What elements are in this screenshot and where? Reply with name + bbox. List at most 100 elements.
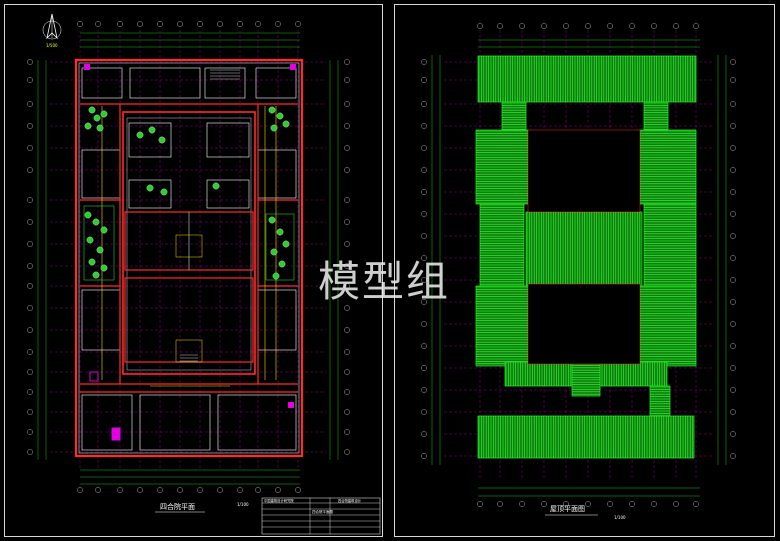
tree-icon: [160, 188, 168, 196]
axis-bubble: [344, 241, 350, 247]
courtyard-wall: [122, 111, 256, 375]
axis-bubble: [344, 429, 350, 435]
axis-bubble: [730, 431, 736, 437]
axis-bubble: [629, 501, 635, 507]
room: [128, 179, 172, 209]
axis-bubble: [344, 283, 350, 289]
axis-bubble: [344, 449, 350, 455]
roof-plan-title: 屋顶平面图: [550, 505, 585, 513]
axis-bubble: [730, 299, 736, 305]
axis-bubble: [730, 343, 736, 349]
title-block: 中国建筑设计研究院 四合院平面图 四合院建筑设计: [261, 497, 381, 535]
axis-bubble: [421, 101, 427, 107]
axis-bubble: [563, 501, 569, 507]
axis-bubble: [197, 21, 203, 27]
courtyard-floor-plan: 1/500: [27, 13, 381, 535]
axis-bubble: [295, 21, 301, 27]
axis-bubble: [730, 233, 736, 239]
watermark: 模型组: [318, 257, 451, 306]
roof-block: [643, 203, 697, 287]
roof-plan: 屋顶平面图 1/100: [421, 23, 736, 520]
north-scale-label: 1/500: [46, 43, 58, 48]
axis-bubble: [157, 487, 163, 493]
outer-wall-inner: [78, 62, 300, 454]
axis-bubble: [27, 389, 33, 395]
title-block-drawing-name: 四合院平面图: [312, 509, 333, 514]
axis-bubble: [344, 263, 350, 269]
roof-plan-scale: 1/100: [614, 515, 626, 520]
axis-bubble: [95, 487, 101, 493]
tree-icon: [136, 131, 144, 139]
axis-bubble: [27, 219, 33, 225]
axis-bubble: [497, 23, 503, 29]
side-dimension-lines: [37, 60, 339, 460]
axis-bubble: [651, 23, 657, 29]
tree-icon: [212, 182, 220, 190]
axis-bubble: [421, 189, 427, 195]
planting-bed: [83, 205, 115, 281]
title-block-company: 中国建筑设计研究院: [264, 498, 294, 503]
roof-tiles: [475, 55, 697, 459]
axis-bubble: [541, 23, 547, 29]
axis-bubble: [477, 501, 483, 507]
axis-bubble: [344, 219, 350, 225]
roof-axis-bubbles: [421, 23, 736, 507]
axis-bubble: [730, 409, 736, 415]
tree-icon: [96, 246, 104, 254]
stairs: [180, 69, 240, 362]
axis-bubble: [730, 77, 736, 83]
axis-bubble: [27, 263, 33, 269]
fixture: [111, 427, 121, 441]
tree-icon: [84, 122, 92, 130]
axis-bubble: [421, 343, 427, 349]
fixture: [89, 371, 99, 382]
axis-bubble: [27, 241, 33, 247]
axis-bubble: [421, 277, 427, 283]
fixture: [84, 64, 90, 70]
axis-bubble: [27, 449, 33, 455]
tree-icon: [276, 112, 284, 120]
axis-bubble: [651, 501, 657, 507]
axis-bubble: [693, 501, 699, 507]
roof-block: [639, 285, 697, 367]
axis-bubble: [344, 409, 350, 415]
roof-block: [643, 101, 669, 131]
roof-block: [501, 101, 527, 131]
axis-bubble: [157, 21, 163, 27]
axis-bubble: [344, 59, 350, 65]
tree-icon: [92, 271, 100, 279]
axis-bubble: [344, 305, 350, 311]
axis-bubble: [673, 501, 679, 507]
axis-bubble: [344, 369, 350, 375]
axis-bubble: [497, 501, 503, 507]
roof-plan-sheet: [394, 4, 775, 537]
axis-bubble: [27, 327, 33, 333]
axis-bubble: [421, 167, 427, 173]
axis-bubble: [27, 305, 33, 311]
axis-bubble: [421, 365, 427, 371]
tree-icon: [92, 218, 100, 226]
tree-icon: [268, 216, 276, 224]
tree-icon: [96, 124, 104, 132]
axis-bubble: [27, 145, 33, 151]
axis-bubble: [137, 487, 143, 493]
axis-bubble: [607, 23, 613, 29]
axis-bubble: [344, 349, 350, 355]
axis-bubble: [421, 387, 427, 393]
tree-icon: [282, 120, 290, 128]
room: [206, 122, 250, 158]
axis-bubble: [730, 453, 736, 459]
tree-icon: [100, 226, 108, 234]
axis-bubble: [344, 123, 350, 129]
axis-bubble: [563, 23, 569, 29]
fixture: [288, 402, 294, 408]
axis-bubble: [77, 21, 83, 27]
courtyard-wall-inner: [126, 117, 252, 371]
tree-icon: [282, 240, 290, 248]
north-arrow-icon: [42, 13, 62, 40]
rear-hall: [124, 277, 254, 363]
tree-icon: [86, 236, 94, 244]
axis-bubble: [730, 59, 736, 65]
axis-bubble: [275, 487, 281, 493]
axis-bubble: [344, 389, 350, 395]
